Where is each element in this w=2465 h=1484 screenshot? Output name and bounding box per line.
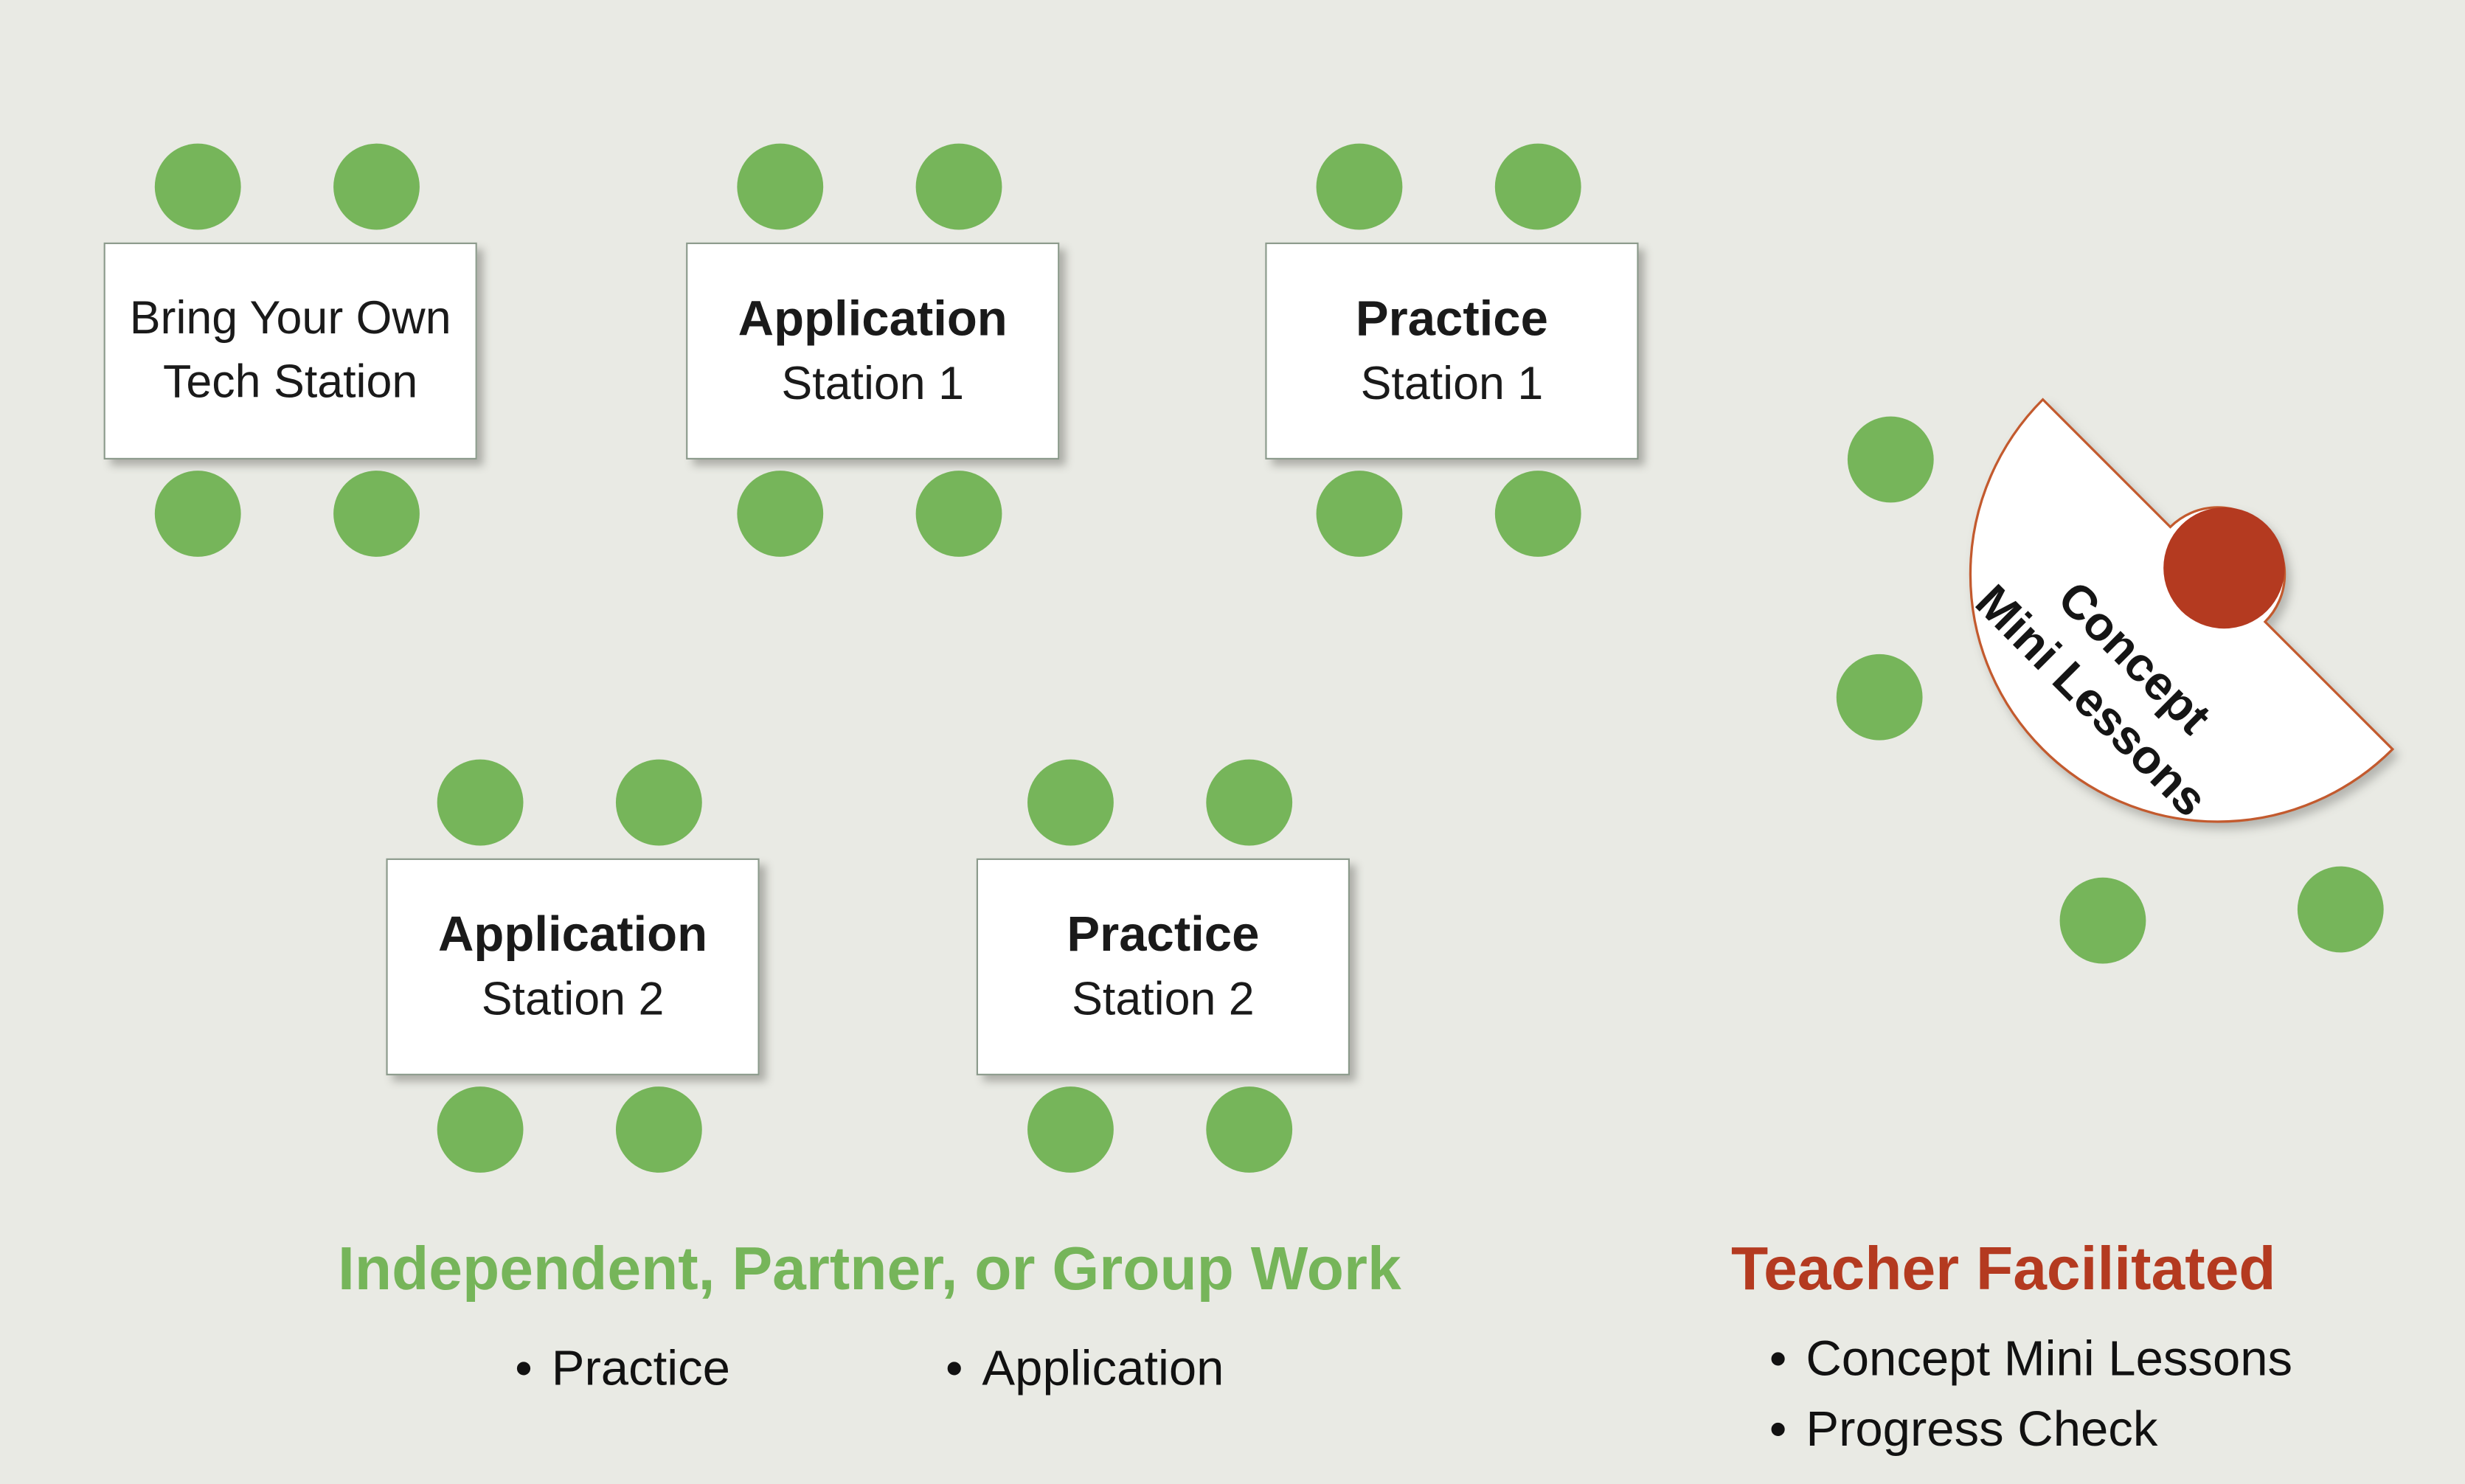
station-title-line1: Bring Your Own <box>129 293 451 345</box>
station-practice-1-table: Practice Station 1 <box>1265 242 1639 460</box>
student-seat <box>737 143 824 230</box>
legend-item: Concept Mini Lessons <box>1769 1324 2292 1394</box>
station-group-application-1: Application Station 1 <box>686 143 1060 557</box>
student-seat <box>1027 1086 1114 1173</box>
student-seat <box>1494 143 1581 230</box>
station-title-line1: Practice <box>1067 905 1260 962</box>
station-title-line1: Application <box>438 905 708 962</box>
student-seat <box>333 143 420 230</box>
teacher-seat <box>2163 507 2285 629</box>
legend-independent-items: Practice Application <box>159 1334 1579 1404</box>
station-title-line2: Station 1 <box>781 359 965 411</box>
student-seat <box>437 759 524 846</box>
legend-teacher-facilitated: Teacher Facilitated Concept Mini Lessons… <box>1731 1236 2292 1464</box>
station-title-line2: Station 1 <box>1360 359 1544 411</box>
student-seat <box>1316 471 1403 557</box>
student-seat <box>615 759 702 846</box>
student-seat <box>154 471 241 557</box>
student-seat <box>2297 866 2384 953</box>
teacher-table-shape-group: Concept Mini Lessons <box>1966 398 2395 827</box>
student-seat <box>1847 416 1934 503</box>
station-group-practice-2: Practice Station 2 <box>976 759 1350 1173</box>
student-seat <box>1836 653 1923 741</box>
student-seat <box>615 1086 702 1173</box>
station-group-byot: Bring Your Own Tech Station <box>103 143 477 557</box>
legend-item: Progress Check <box>1769 1395 2292 1465</box>
legend-teacher-title: Teacher Facilitated <box>1730 1236 2276 1304</box>
student-seat <box>1206 759 1293 846</box>
station-practice-2-table: Practice Station 2 <box>976 858 1350 1075</box>
station-group-application-2: Application Station 2 <box>386 759 760 1173</box>
legend-independent-title: Independent, Partner, or Group Work <box>338 1236 1401 1304</box>
station-group-practice-1: Practice Station 1 <box>1265 143 1639 557</box>
station-title-line2: Tech Station <box>163 357 418 409</box>
student-seat <box>2059 877 2146 964</box>
student-seat <box>437 1086 524 1173</box>
student-seat <box>737 471 824 557</box>
student-seat <box>1494 471 1581 557</box>
station-title-line2: Station 2 <box>1072 975 1255 1027</box>
legend-teacher-items: Concept Mini Lessons Progress Check <box>1731 1324 2292 1464</box>
station-title-line1: Application <box>738 289 1008 346</box>
student-seat <box>333 471 420 557</box>
station-title-line2: Station 2 <box>481 975 665 1027</box>
station-application-1-table: Application Station 1 <box>686 242 1060 460</box>
legend-independent-work: Independent, Partner, or Group Work Prac… <box>159 1236 1579 1404</box>
station-title-line1: Practice <box>1355 289 1548 346</box>
student-seat <box>915 143 1002 230</box>
legend-item: Application <box>946 1334 1224 1404</box>
student-seat <box>1316 143 1403 230</box>
teacher-table: Concept Mini Lessons <box>1966 398 2395 827</box>
student-seat <box>1206 1086 1293 1173</box>
student-seat <box>154 143 241 230</box>
student-seat <box>1027 759 1114 846</box>
station-application-2-table: Application Station 2 <box>386 858 760 1075</box>
station-byot-table: Bring Your Own Tech Station <box>103 242 477 460</box>
student-seat <box>915 471 1002 557</box>
legend-item: Practice <box>515 1334 730 1404</box>
